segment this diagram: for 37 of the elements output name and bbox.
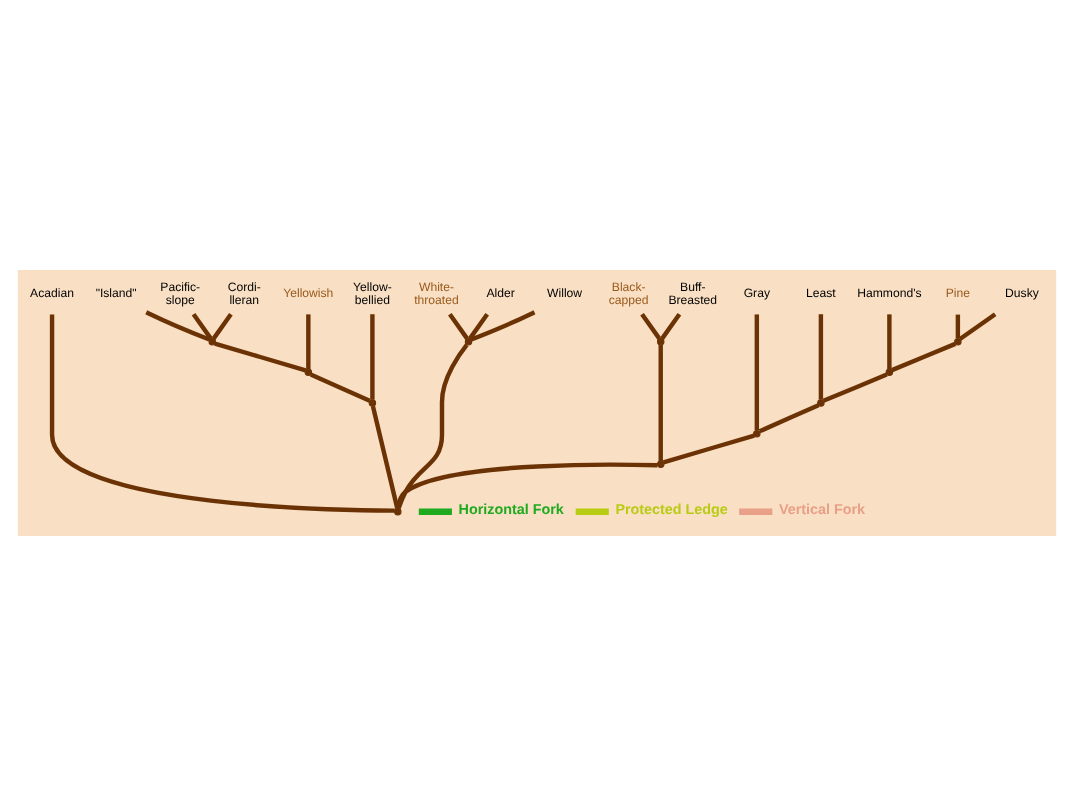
connector <box>955 314 961 339</box>
connector <box>370 314 375 400</box>
connector <box>891 341 957 373</box>
node-point <box>817 399 825 407</box>
node-point <box>304 368 313 377</box>
node-point <box>464 337 473 346</box>
connector <box>658 344 663 462</box>
connector <box>958 312 997 341</box>
connector <box>660 312 682 340</box>
connector <box>470 310 536 342</box>
connector <box>662 433 755 465</box>
node-point <box>657 337 665 346</box>
connector <box>191 312 213 340</box>
node-point <box>368 399 377 407</box>
connector <box>309 372 371 403</box>
connector <box>818 314 824 400</box>
node-point <box>954 337 962 346</box>
connector <box>214 341 307 373</box>
connector <box>822 372 888 403</box>
connector <box>396 343 469 510</box>
node-point <box>208 337 216 346</box>
connector <box>370 405 400 509</box>
node-point <box>753 429 761 438</box>
connector <box>306 314 311 370</box>
connector <box>395 462 658 509</box>
connector <box>754 314 760 431</box>
connector <box>887 314 892 370</box>
connector <box>145 310 211 342</box>
connector <box>448 312 469 340</box>
connector <box>49 314 395 513</box>
connector <box>468 312 489 340</box>
node-point <box>394 507 402 516</box>
connector <box>640 312 662 340</box>
connector <box>211 312 233 340</box>
node-point <box>657 460 665 469</box>
node-point <box>885 368 894 377</box>
connector <box>758 403 820 434</box>
